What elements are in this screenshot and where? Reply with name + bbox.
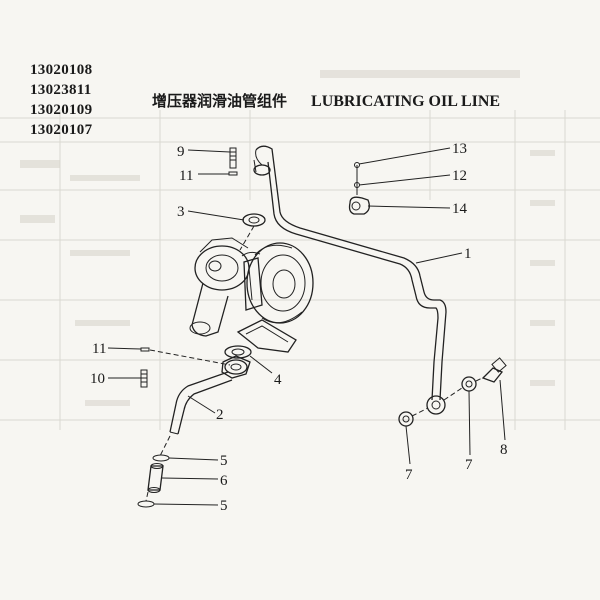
part-number-2: 13023811: [30, 82, 92, 98]
oil-return-pipe: [169, 355, 251, 435]
callout-label: 8: [500, 442, 508, 458]
callout-labels: 9 11 3 13 12 14 1 11 10 2 4 5 6 5 7 7 8: [90, 141, 508, 514]
turbocharger: [189, 237, 314, 353]
callout-label: 9: [177, 144, 185, 160]
callout-label: 5: [220, 498, 228, 514]
callout-label: 10: [90, 371, 105, 387]
part-number-3: 13020109: [30, 102, 93, 118]
callout-label: 4: [274, 372, 282, 388]
title-english: LUBRICATING OIL LINE: [311, 93, 501, 110]
callout-label: 6: [220, 473, 228, 489]
callout-label: 7: [465, 457, 473, 473]
callout-label: 11: [179, 168, 193, 184]
gasket-3: [239, 213, 266, 251]
clip-assembly: [348, 162, 370, 215]
callout-label: 12: [452, 168, 467, 184]
gasket-4: [224, 345, 252, 359]
callout-label: 5: [220, 453, 228, 469]
lower-bolts: [140, 347, 231, 388]
callout-label: 2: [216, 407, 224, 423]
diagram-title: 增压器润滑油管组件 LUBRICATING OIL LINE: [152, 90, 500, 111]
banjo-fitting: [398, 357, 507, 427]
callout-label: 3: [177, 204, 185, 220]
part-number-1: 13020108: [30, 62, 93, 78]
hose-and-clamps: [137, 435, 171, 508]
leader-lines: [107, 147, 506, 506]
callout-label: 7: [405, 467, 413, 483]
callout-label: 14: [452, 201, 468, 217]
callout-label: 11: [92, 341, 106, 357]
callout-label: 13: [452, 141, 467, 157]
callout-label: 1: [464, 246, 472, 262]
oil-feed-pipe: [255, 145, 447, 415]
title-chinese: 增压器润滑油管组件: [152, 92, 288, 110]
upper-fitting: [228, 147, 271, 176]
part-number-4: 13020107: [30, 122, 93, 138]
